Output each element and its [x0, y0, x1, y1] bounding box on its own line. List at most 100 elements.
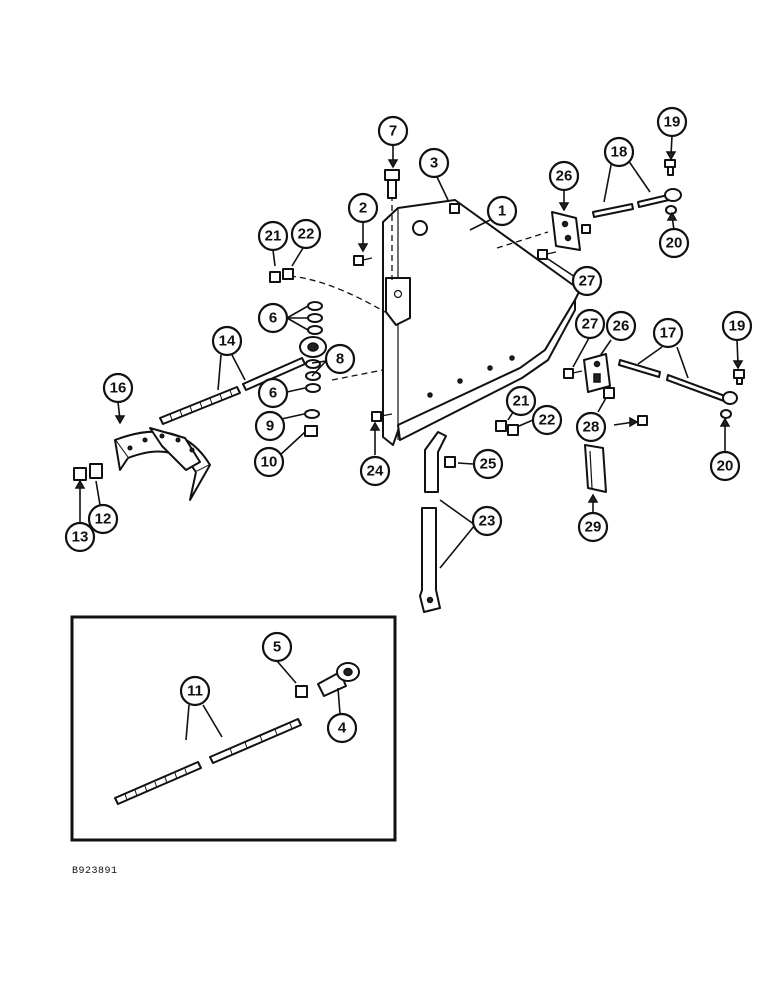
callout-26: 26: [548, 160, 580, 192]
callout-29: 29: [577, 511, 609, 543]
svg-text:11: 11: [187, 683, 203, 700]
assembly-line: [496, 231, 549, 249]
svg-text:8: 8: [336, 351, 344, 368]
callout-1: 1: [486, 195, 518, 227]
mounting-plate-part: [551, 211, 581, 251]
callout-3: 3: [418, 147, 450, 179]
callout-27: 27: [571, 265, 603, 297]
callout-4: 4: [326, 712, 358, 744]
callout-19: 19: [656, 106, 688, 138]
svg-text:23: 23: [479, 513, 496, 530]
mounting-plate-part: [583, 353, 611, 393]
callout-24: 24: [359, 455, 391, 487]
washer-part: [507, 424, 519, 436]
svg-text:19: 19: [729, 318, 746, 335]
svg-text:25: 25: [480, 456, 497, 473]
nut-part: [449, 203, 460, 214]
threaded-rod-part: [592, 188, 682, 218]
svg-text:3: 3: [430, 155, 438, 172]
screw-part: [371, 411, 393, 422]
nut-part: [581, 224, 591, 234]
bolt-part: [733, 369, 745, 385]
curved-bracket-part: [114, 427, 211, 501]
screw-part: [563, 368, 583, 379]
callout-5: 5: [261, 631, 293, 663]
callout-11: 11: [179, 675, 211, 707]
svg-text:13: 13: [72, 529, 89, 546]
nut-part: [637, 415, 648, 426]
svg-text:6: 6: [269, 385, 277, 402]
threaded-rod-part: [159, 336, 327, 425]
svg-text:21: 21: [513, 393, 530, 410]
angle-bracket-part: [584, 444, 607, 493]
callout-23: 23: [471, 505, 503, 537]
callout-20-lower: 20: [709, 450, 741, 482]
washer-part: [720, 409, 732, 419]
assembly-line: [331, 369, 384, 381]
svg-text:4: 4: [338, 720, 347, 737]
svg-text:22: 22: [539, 412, 556, 429]
main-panel-part: [382, 199, 581, 446]
svg-text:20: 20: [717, 458, 734, 475]
callout-16: 16: [102, 372, 134, 404]
svg-text:2: 2: [359, 200, 367, 217]
callout-19-lower: 19: [721, 310, 753, 342]
svg-text:12: 12: [95, 511, 112, 528]
callout-7: 7: [377, 115, 409, 147]
callout-17: 17: [652, 317, 684, 349]
screw-part: [537, 249, 557, 260]
washer-part: [282, 268, 294, 280]
svg-text:24: 24: [367, 463, 384, 480]
callout-6-lower: 6: [257, 377, 289, 409]
callout-10: 10: [253, 446, 285, 478]
svg-text:29: 29: [585, 519, 602, 536]
callout-27-lower: 27: [574, 308, 606, 340]
callout-22: 22: [290, 218, 322, 250]
threaded-rod-part: [618, 359, 738, 405]
svg-text:27: 27: [582, 316, 599, 333]
svg-text:14: 14: [219, 333, 236, 350]
callout-8: 8: [324, 343, 356, 375]
nut-part: [73, 467, 87, 481]
svg-text:10: 10: [261, 454, 278, 471]
svg-text:22: 22: [298, 226, 315, 243]
callout-2: 2: [347, 192, 379, 224]
svg-text:20: 20: [666, 235, 683, 252]
callout-25: 25: [472, 448, 504, 480]
leader-lines: [74, 135, 744, 741]
nut-part: [269, 271, 281, 283]
bolt-part: [664, 159, 676, 176]
svg-text:7: 7: [389, 123, 397, 140]
nut-part: [495, 420, 507, 432]
svg-text:6: 6: [269, 310, 277, 327]
callout-21-lower: 21: [505, 385, 537, 417]
svg-text:26: 26: [556, 168, 573, 185]
nut-part: [603, 387, 615, 399]
callout-22-lower: 22: [531, 404, 563, 436]
svg-text:1: 1: [498, 203, 506, 220]
svg-text:21: 21: [265, 228, 282, 245]
svg-text:27: 27: [579, 273, 596, 290]
bolt-part: [384, 169, 400, 199]
callout-21: 21: [257, 220, 289, 252]
callout-14: 14: [211, 325, 243, 357]
callout-28: 28: [575, 411, 607, 443]
svg-text:18: 18: [611, 144, 628, 161]
svg-text:26: 26: [613, 318, 630, 335]
svg-text:9: 9: [266, 418, 274, 435]
nut-part: [444, 456, 456, 468]
spacer-part: [89, 463, 103, 479]
callout-9: 9: [254, 410, 286, 442]
washer-part: [665, 205, 677, 215]
callout-13: 13: [64, 521, 96, 553]
svg-text:16: 16: [110, 380, 127, 397]
callout-20: 20: [658, 227, 690, 259]
support-strap-part: [419, 431, 447, 613]
assembly-line: [289, 275, 386, 313]
inset-detail-box: [70, 615, 397, 842]
figure-id-label: B923891: [72, 866, 118, 877]
svg-text:17: 17: [660, 325, 677, 342]
svg-text:5: 5: [273, 639, 281, 656]
callout-26-lower: 26: [605, 310, 637, 342]
